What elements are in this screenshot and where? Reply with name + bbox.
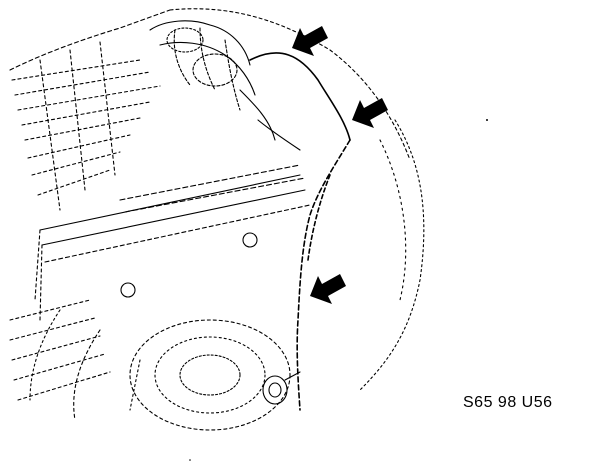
arrow-lower-icon: [310, 274, 346, 304]
arrow-upper-right-icon: [352, 98, 388, 128]
intake-manifold: [149, 20, 301, 151]
fan-pulley: [29, 309, 291, 431]
radiator-support-rail: [34, 164, 311, 321]
arrow-upper-left-icon: [292, 26, 328, 56]
lower-grille: [9, 299, 111, 401]
figure-code-label: S65 98 U56: [463, 394, 553, 411]
body-outline: [9, 8, 425, 391]
engine-block: [11, 41, 161, 211]
scan-specks: [189, 119, 488, 461]
connector: [262, 371, 301, 405]
wiring-harness: [249, 52, 351, 411]
